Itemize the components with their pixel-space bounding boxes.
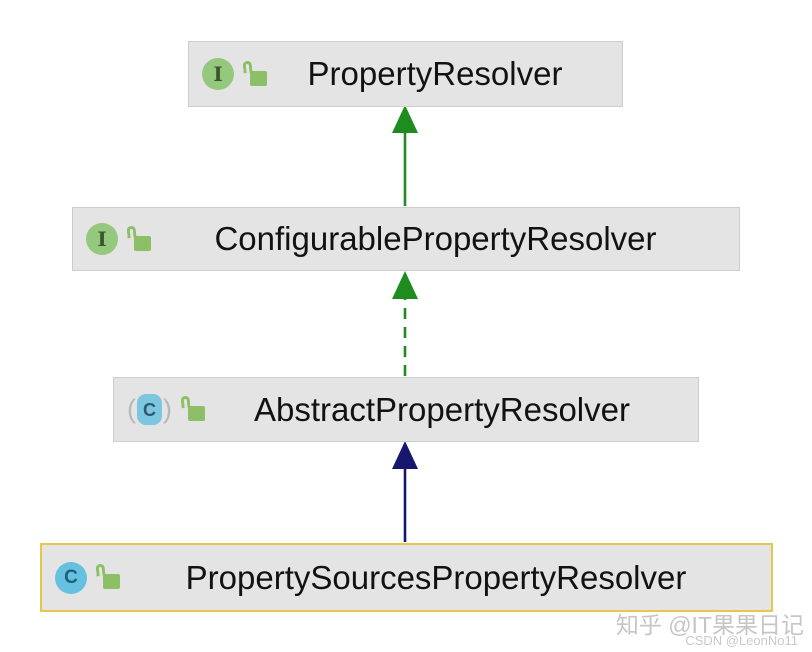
extends-arrow-configurable-to-propertyresolver: [392, 105, 418, 206]
interface-icon: I: [86, 223, 118, 255]
node-label: PropertyResolver: [307, 55, 563, 92]
watermark-zhihu: 知乎 @IT果果日记: [615, 612, 804, 638]
node-icons: I: [86, 223, 152, 255]
unlocked-icon: [126, 225, 152, 253]
class-node-propertyresolver[interactable]: I PropertyResolver: [188, 41, 623, 107]
abstract-class-icon: ( C ): [127, 394, 172, 425]
class-icon: C: [55, 561, 87, 594]
implements-arrow-abstract-to-configurable: [392, 271, 418, 376]
class-node-configurablepropertyresolver[interactable]: I ConfigurablePropertyResolver: [72, 207, 740, 271]
node-label: AbstractPropertyResolver: [254, 390, 630, 428]
unlocked-icon: [242, 60, 268, 88]
node-icons: ( C ): [127, 394, 206, 425]
class-node-abstractpropertyresolver[interactable]: ( C ) AbstractPropertyResolver: [113, 377, 699, 442]
unlocked-icon: [95, 563, 121, 591]
watermark-csdn: CSDN @LeonNo11: [685, 633, 798, 648]
node-label: PropertySourcesPropertyResolver: [185, 558, 687, 596]
interface-icon: I: [202, 58, 234, 90]
unlocked-icon: [180, 395, 206, 423]
node-icons: I: [202, 58, 268, 90]
class-node-propertysourcespropertyresolver[interactable]: C PropertySourcesPropertyResolver: [40, 543, 773, 612]
extends-arrow-propertysources-to-abstract: [392, 441, 418, 542]
node-icons: C: [55, 561, 121, 594]
node-label: ConfigurablePropertyResolver: [214, 220, 657, 257]
